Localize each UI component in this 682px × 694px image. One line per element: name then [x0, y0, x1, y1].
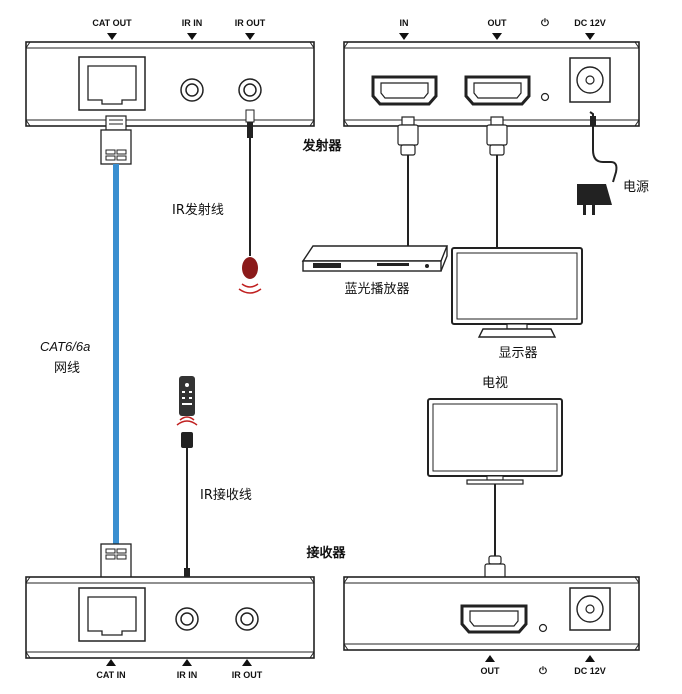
ir-receiver-cable — [176, 376, 198, 595]
arrow-up-icon — [485, 655, 495, 662]
receiver-right-unit — [343, 576, 640, 651]
ir-rx-label: IR接收线 — [200, 487, 252, 503]
tx-port-label-dc12v: DC 12V — [574, 18, 606, 28]
receiver-title: 接收器 — [306, 545, 346, 561]
power-label: 电源 — [623, 180, 649, 195]
receiver-left-unit — [25, 576, 315, 659]
arrow-down-icon — [187, 33, 197, 40]
rx-port-label-out: OUT — [481, 666, 501, 676]
arrow-up-icon — [182, 659, 192, 666]
remote-control-icon — [179, 376, 195, 416]
arrow-up-icon — [585, 655, 595, 662]
hdmi-cable-out — [486, 116, 508, 248]
hdmi-cable-in — [397, 116, 419, 250]
transmitter-title: 发射器 — [301, 138, 342, 154]
rx-port-label-dc12v: DC 12V — [574, 666, 606, 676]
ir-out-jack — [238, 78, 262, 102]
ir-in-jack — [180, 78, 204, 102]
dc-12v-jack — [569, 57, 611, 103]
monitor-label: 显示器 — [498, 346, 537, 361]
power-adapter — [577, 111, 618, 215]
ir-emitter-cable — [238, 109, 262, 294]
rx-ir-in-jack — [175, 607, 199, 631]
tx-port-label-out: OUT — [488, 18, 508, 28]
rx-hdmi-out-port — [460, 604, 528, 634]
cat-cable — [100, 115, 132, 591]
rx-port-label-ir-in: IR IN — [177, 670, 198, 680]
tx-port-label-ir-in: IR IN — [182, 18, 203, 28]
rx-dc-12v-jack — [569, 587, 611, 631]
cat-cable-label-1: CAT6/6a — [40, 339, 90, 354]
ir-emitter-icon — [242, 257, 258, 279]
bluray-player — [301, 245, 449, 272]
transmitter-right-unit — [343, 41, 640, 127]
hdmi-in-port — [371, 75, 438, 106]
rx-power-led-icon — [538, 623, 548, 633]
transmitter-left-unit — [25, 41, 315, 127]
ir-tx-label: IR发射线 — [172, 202, 224, 218]
arrow-down-icon — [245, 33, 255, 40]
tx-port-label-in: IN — [400, 18, 409, 28]
tv-label: 电视 — [482, 376, 508, 391]
arrow-up-icon — [106, 659, 116, 666]
cat-out-port — [78, 56, 146, 111]
hdmi-out-port — [464, 75, 531, 106]
arrow-down-icon — [399, 33, 409, 40]
rx-ir-out-jack — [235, 607, 259, 631]
tx-power-symbol-icon: ⏻ — [541, 17, 549, 29]
monitor-display — [451, 247, 583, 338]
arrow-down-icon — [107, 33, 117, 40]
tx-port-label-cat-out: CAT OUT — [92, 18, 132, 28]
arrow-down-icon — [585, 33, 595, 40]
rx-power-symbol-icon: ⏻ — [539, 665, 547, 677]
cat-cable-label-2: 网线 — [54, 361, 80, 376]
rx-port-label-ir-out: IR OUT — [232, 670, 263, 680]
tx-port-label-ir-out: IR OUT — [235, 18, 266, 28]
ir-receiver-icon — [181, 432, 193, 448]
bluray-label: 蓝光播放器 — [344, 282, 409, 297]
cat-in-port — [78, 587, 146, 642]
arrow-up-icon — [242, 659, 252, 666]
power-led-icon — [540, 92, 550, 102]
arrow-down-icon — [492, 33, 502, 40]
rx-port-label-cat-in: CAT IN — [96, 670, 125, 680]
tv-display — [427, 398, 563, 485]
